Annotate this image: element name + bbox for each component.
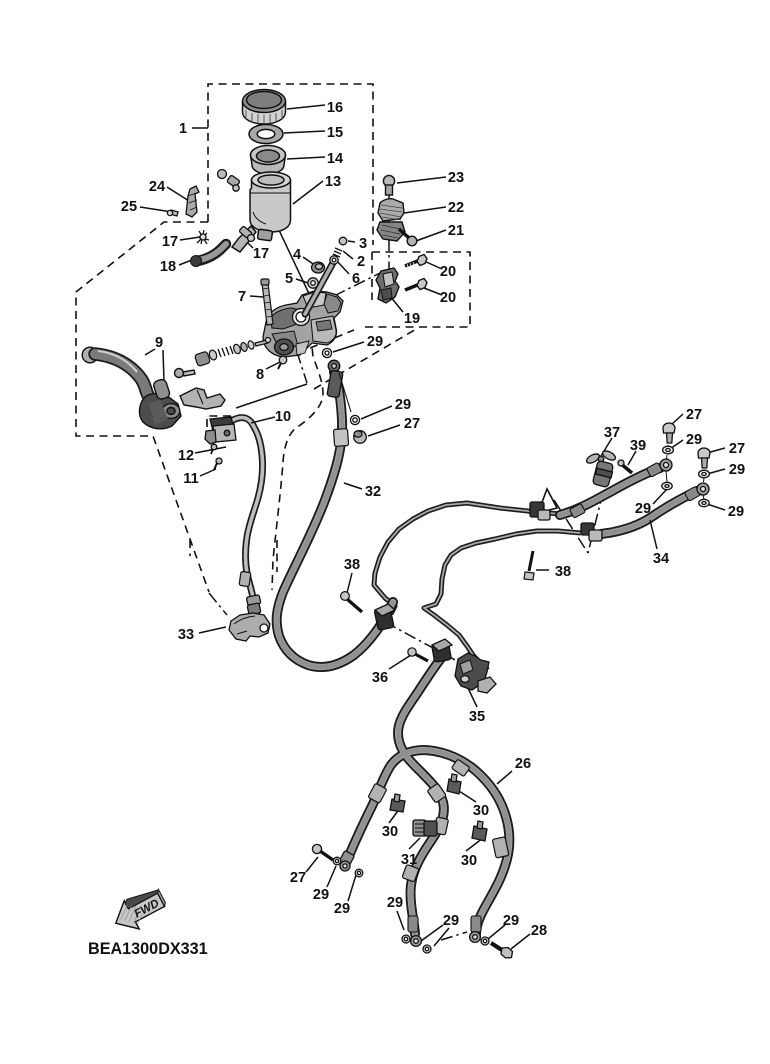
svg-text:3: 3 (359, 236, 367, 252)
svg-text:25: 25 (121, 199, 137, 215)
svg-text:20: 20 (440, 290, 456, 306)
svg-text:27: 27 (404, 416, 420, 432)
svg-text:30: 30 (382, 824, 398, 840)
svg-text:17: 17 (253, 246, 269, 262)
svg-text:37: 37 (604, 425, 620, 441)
svg-text:21: 21 (448, 223, 464, 239)
svg-text:29: 29 (635, 501, 651, 517)
svg-text:33: 33 (178, 627, 194, 643)
svg-text:5: 5 (285, 271, 293, 287)
svg-text:15: 15 (327, 125, 343, 141)
svg-text:11: 11 (183, 471, 198, 487)
svg-text:29: 29 (729, 462, 745, 478)
svg-text:22: 22 (448, 200, 464, 216)
svg-text:29: 29 (367, 334, 383, 350)
svg-text:29: 29 (395, 397, 411, 413)
svg-text:1: 1 (179, 121, 187, 137)
svg-text:BEA1300DX331: BEA1300DX331 (88, 940, 208, 958)
svg-text:29: 29 (313, 887, 329, 903)
svg-text:9: 9 (155, 335, 163, 351)
svg-text:29: 29 (728, 504, 744, 520)
svg-text:39: 39 (630, 438, 646, 454)
svg-text:30: 30 (461, 853, 477, 869)
svg-text:38: 38 (555, 564, 571, 580)
svg-text:29: 29 (443, 913, 459, 929)
svg-text:17: 17 (162, 234, 178, 250)
svg-text:38: 38 (344, 557, 360, 573)
svg-text:27: 27 (729, 441, 745, 457)
svg-text:29: 29 (686, 432, 702, 448)
svg-text:18: 18 (160, 259, 176, 275)
svg-text:27: 27 (290, 870, 306, 886)
svg-text:27: 27 (686, 407, 702, 423)
svg-text:7: 7 (238, 289, 246, 305)
svg-text:23: 23 (448, 170, 464, 186)
svg-text:26: 26 (515, 756, 531, 772)
svg-text:13: 13 (325, 174, 341, 190)
svg-text:20: 20 (440, 264, 456, 280)
svg-text:24: 24 (149, 179, 166, 195)
svg-text:14: 14 (327, 151, 344, 167)
svg-text:32: 32 (365, 484, 381, 500)
svg-text:28: 28 (531, 923, 547, 939)
svg-text:29: 29 (387, 895, 403, 911)
svg-text:29: 29 (334, 901, 350, 917)
svg-text:4: 4 (293, 247, 302, 263)
svg-text:16: 16 (327, 100, 343, 116)
svg-text:30: 30 (473, 803, 489, 819)
svg-text:6: 6 (352, 271, 360, 287)
svg-text:35: 35 (469, 709, 485, 725)
svg-text:19: 19 (404, 311, 420, 327)
svg-text:31: 31 (401, 852, 417, 868)
svg-text:8: 8 (256, 367, 264, 383)
svg-text:36: 36 (372, 670, 388, 686)
svg-text:12: 12 (178, 448, 194, 464)
svg-text:2: 2 (357, 254, 365, 270)
svg-text:10: 10 (275, 409, 291, 425)
svg-text:34: 34 (653, 551, 670, 567)
svg-text:29: 29 (503, 913, 519, 929)
